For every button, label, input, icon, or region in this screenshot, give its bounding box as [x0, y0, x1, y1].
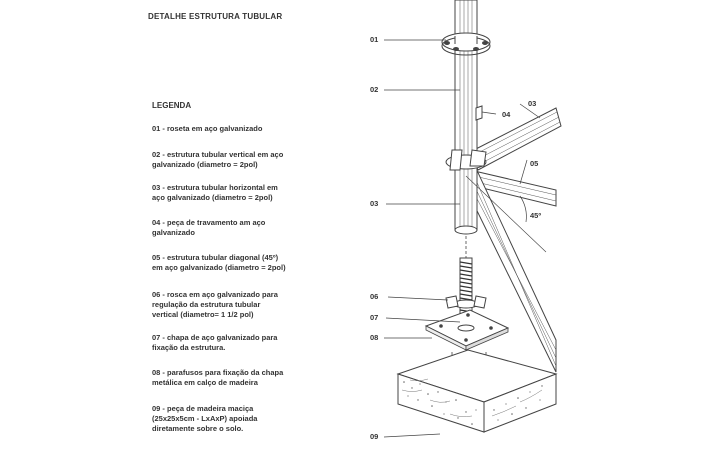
- callout-04: 04: [502, 110, 511, 119]
- legend-item-07: 07 - chapa de aço galvanizado para fixaç…: [152, 333, 278, 352]
- leader-lines: [383, 39, 541, 438]
- joint-clamp: [445, 105, 487, 171]
- legend-item-02: 02 - estrutura tubular vertical em aço g…: [152, 150, 284, 169]
- legend-item-08: 08 - parafusos para fixação da chapa met…: [152, 368, 284, 387]
- angle-marker: 45º: [465, 175, 547, 253]
- callout-01: 01: [370, 35, 378, 44]
- legend-item-03: 03 - estrutura tubular horizontal em aço…: [152, 183, 278, 202]
- angle-label: 45º: [530, 211, 541, 220]
- diagonal-tube-long: [457, 163, 557, 373]
- drawing-title: DETALHE ESTRUTURA TUBULAR: [148, 12, 283, 21]
- legend-item-01: 01 - roseta em aço galvanizado: [152, 124, 263, 133]
- callout-09: 09: [370, 432, 378, 441]
- base-plate: [424, 309, 510, 351]
- callout-08: 08: [370, 333, 378, 342]
- callout-06: 06: [370, 292, 378, 301]
- callout-07: 07: [370, 313, 378, 322]
- wood-block: [396, 349, 558, 433]
- legend-item-06: 06 - rosca em aço galvanizado para regul…: [152, 290, 278, 319]
- callout-02: 02: [370, 85, 378, 94]
- callout-03-horizontal: 03: [528, 99, 536, 108]
- horizontal-tube: [469, 107, 562, 171]
- rosette: [441, 32, 491, 56]
- legend-heading: LEGENDA: [152, 101, 192, 110]
- legend-item-04: 04 - peça de travamento am aço galvaniza…: [152, 218, 266, 237]
- locking-wedge: [475, 105, 483, 121]
- callout-05: 05: [530, 159, 538, 168]
- vertical-tube: [454, 0, 478, 235]
- callout-03-vertical: 03: [370, 199, 378, 208]
- legend-item-09: 09 - peça de madeira maciça (25x25x5cm -…: [152, 404, 258, 433]
- legend-item-05: 05 - estrutura tubular diagonal (45º) em…: [152, 253, 286, 272]
